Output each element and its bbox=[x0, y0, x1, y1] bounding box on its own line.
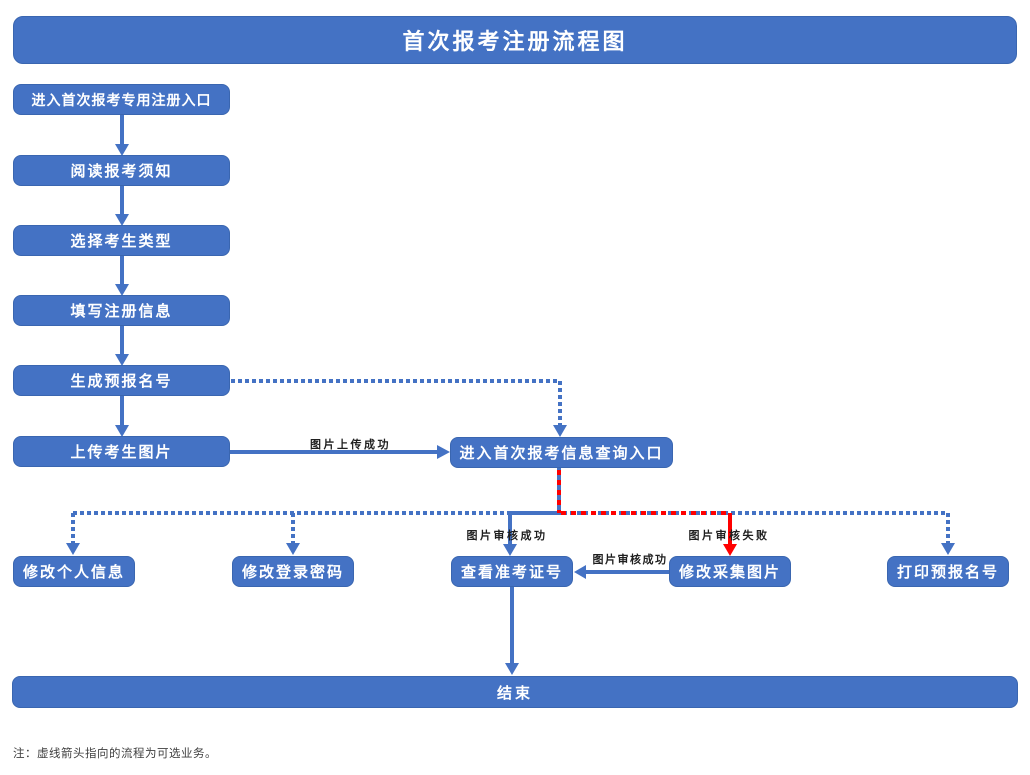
edge-label-review-success-down: 图片审核成功 bbox=[466, 530, 548, 542]
node-fill-registration-info: 填写注册信息 bbox=[13, 295, 230, 326]
arrow-upload-query bbox=[230, 445, 450, 459]
node-print-number: 打印预报名号 bbox=[887, 556, 1009, 587]
node-read-notice: 阅读报考须知 bbox=[13, 155, 230, 186]
node-select-candidate-type: 选择考生类型 bbox=[13, 225, 230, 256]
arrow-step4-step5 bbox=[115, 326, 129, 366]
edge-label-review-fail: 图片审核失败 bbox=[688, 530, 770, 542]
dotted-arrow-step5-query bbox=[231, 379, 567, 437]
arrow-editphoto-view bbox=[574, 565, 669, 579]
arrow-query-editphoto-fail bbox=[557, 470, 737, 556]
footnote: 注：虚线箭头指向的流程为可选业务。 bbox=[13, 748, 217, 760]
arrow-step2-step3 bbox=[115, 186, 129, 226]
arrow-step5-step6 bbox=[115, 396, 129, 437]
node-end: 结束 bbox=[12, 676, 1018, 708]
node-register-entry: 进入首次报考专用注册入口 bbox=[13, 84, 230, 115]
flowchart-title: 首次报考注册流程图 bbox=[13, 16, 1017, 64]
node-query-entry: 进入首次报考信息查询入口 bbox=[450, 437, 673, 468]
node-view-admission-number: 查看准考证号 bbox=[451, 556, 573, 587]
arrow-step1-step2 bbox=[115, 115, 129, 156]
arrow-view-end bbox=[505, 587, 519, 675]
node-edit-personal-info: 修改个人信息 bbox=[13, 556, 135, 587]
dotted-arrow-edit-personal-info bbox=[66, 513, 80, 555]
edge-label-review-success-left: 图片审核成功 bbox=[592, 554, 668, 566]
arrow-step3-step4 bbox=[115, 256, 129, 296]
edge-label-upload-success: 图片上传成功 bbox=[310, 439, 391, 451]
node-generate-prereg-number: 生成预报名号 bbox=[13, 365, 230, 396]
node-edit-photo: 修改采集图片 bbox=[669, 556, 791, 587]
node-edit-password: 修改登录密码 bbox=[232, 556, 354, 587]
node-upload-photo: 上传考生图片 bbox=[13, 436, 230, 467]
dotted-arrow-print-number bbox=[941, 513, 955, 555]
dotted-arrow-edit-password bbox=[286, 513, 300, 555]
